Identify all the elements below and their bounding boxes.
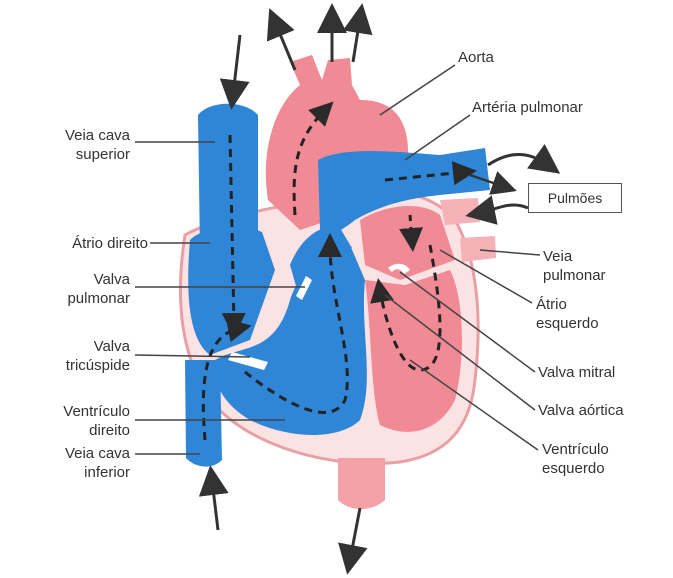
label-valva-mitral: Valva mitral bbox=[538, 363, 615, 382]
label-veia-cava-inferior: Veia cavainferior bbox=[20, 444, 130, 482]
label-atrio-esquerdo: Átrioesquerdo bbox=[536, 295, 599, 333]
arrow-in-inferior bbox=[212, 480, 218, 530]
arrow-to-lungs bbox=[488, 154, 548, 165]
label-valva-aortica: Valva aórtica bbox=[538, 401, 624, 420]
label-veia-cava-superior: Veia cavasuperior bbox=[20, 126, 130, 164]
label-ventriculo-direito: Ventrículodireito bbox=[20, 402, 130, 440]
pulmonary-vein-upper bbox=[440, 198, 480, 225]
label-arteria-pulmonar: Artéria pulmonar bbox=[472, 98, 583, 117]
arrow-aorta-right bbox=[353, 18, 360, 62]
label-aorta: Aorta bbox=[458, 48, 494, 67]
lungs-box: Pulmões bbox=[528, 183, 622, 213]
descending-aorta-shape bbox=[338, 458, 385, 509]
pulmonary-vein-lower bbox=[460, 236, 496, 262]
label-ventriculo-esquerdo: Ventrículoesquerdo bbox=[542, 440, 609, 478]
label-valva-tricuspide: Valvatricúspide bbox=[20, 337, 130, 375]
arrow-out-descending bbox=[350, 508, 360, 560]
arrow-from-lungs bbox=[480, 205, 528, 213]
label-valva-pulmonar: Valvapulmonar bbox=[20, 270, 130, 308]
arrow-aorta-left bbox=[275, 22, 295, 70]
label-pulmoes: Pulmões bbox=[548, 190, 602, 206]
label-veia-pulmonar: Veiapulmonar bbox=[543, 247, 606, 285]
arrow-in-superior bbox=[233, 35, 240, 95]
label-atrio-direito: Átrio direito bbox=[10, 234, 148, 253]
